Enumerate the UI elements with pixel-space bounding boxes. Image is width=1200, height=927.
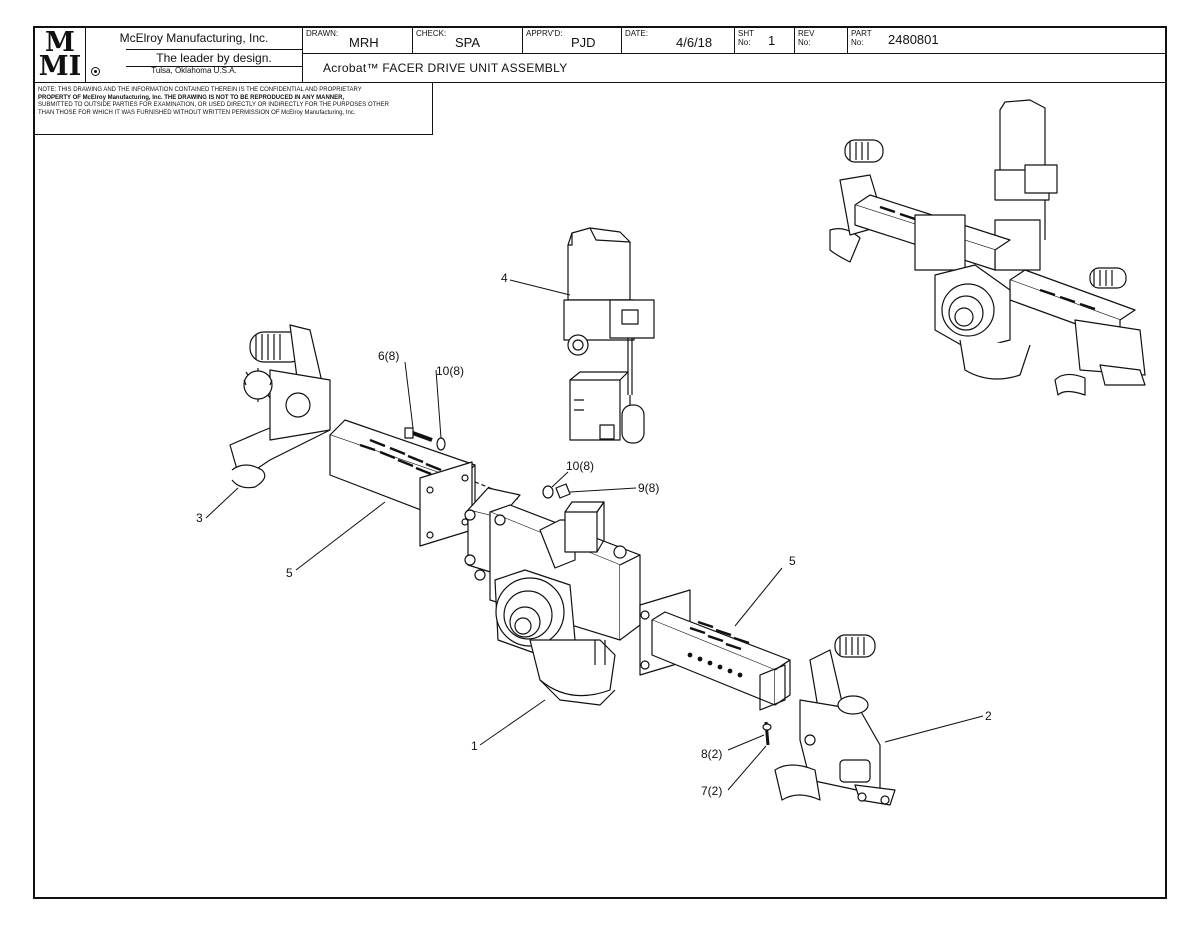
apprvd-cell: APPRV'D: PJD: [523, 28, 622, 54]
check-cell: CHECK: SPA: [413, 28, 523, 54]
company-name: McElroy Manufacturing, Inc.: [119, 31, 269, 45]
date-cell: DATE: 4/6/18: [622, 28, 735, 54]
drawn-value: MRH: [349, 35, 379, 50]
callout-6: 6(8): [378, 349, 400, 363]
callout-5-left: 5: [286, 566, 293, 580]
callout-5-right: 5: [789, 554, 796, 568]
note-line-4: THAN THOSE FOR WHICH IT WAS FURNISHED WI…: [38, 109, 356, 116]
right-clamp: [774, 634, 896, 806]
motor-unit: [563, 227, 655, 444]
callout-2: 2: [985, 709, 992, 723]
left-clamp: [229, 324, 331, 489]
date-label: DATE:: [625, 29, 648, 38]
drawn-cell: DRAWN: MRH: [303, 28, 413, 54]
registered-mark-icon: [91, 67, 100, 76]
company-block: McElroy Manufacturing, Inc. The leader b…: [86, 28, 303, 82]
part-number-value: 2480801: [888, 32, 939, 47]
callout-3: 3: [196, 511, 203, 525]
drawing-title-row: Acrobat™ FACER DRIVE UNIT ASSEMBLY: [303, 54, 1165, 82]
drive-unit: [464, 487, 641, 706]
logo-bottom-text: MI: [38, 51, 82, 82]
drawing-sheet: M MI McElroy Manufacturing, Inc. The lea…: [33, 26, 1167, 899]
confidentiality-note: NOTE: THIS DRAWING AND THE INFORMATION C…: [35, 83, 433, 135]
drawn-label: DRAWN:: [306, 29, 339, 38]
callout-4: 4: [501, 271, 508, 285]
callout-7: 7(2): [701, 784, 723, 798]
apprvd-value: PJD: [571, 35, 596, 50]
sheet-number-value: 1: [768, 33, 776, 48]
check-value: SPA: [455, 35, 481, 50]
leader-lines: [205, 279, 984, 791]
title-block: M MI McElroy Manufacturing, Inc. The lea…: [35, 28, 1165, 83]
callout-10-lower: 10(8): [566, 459, 595, 473]
company-logo: M MI: [35, 28, 86, 82]
callout-9: 9(8): [638, 481, 660, 495]
date-value: 4/6/18: [676, 35, 713, 50]
note-line-2: PROPERTY OF McElroy Manufacturing, Inc. …: [38, 94, 345, 101]
apprvd-label: APPRV'D:: [526, 29, 563, 38]
logo-top-text: M: [45, 27, 75, 58]
company-slogan: The leader by design.: [126, 49, 302, 67]
note-line-3: SUBMITTED TO OUTSIDE PARTIES FOR EXAMINA…: [38, 102, 389, 108]
drawing-title: Acrobat™ FACER DRIVE UNIT ASSEMBLY: [323, 61, 568, 75]
assembled-view: [829, 99, 1146, 396]
left-tube: [329, 419, 476, 547]
company-city: Tulsa, Oklahoma U.S.A.: [151, 66, 237, 75]
check-label: CHECK:: [416, 29, 447, 38]
right-tube: [639, 589, 791, 746]
note-line-1: NOTE: THIS DRAWING AND THE INFORMATION C…: [38, 87, 362, 93]
callout-10-upper: 10(8): [436, 364, 465, 378]
callout-1: 1: [471, 739, 478, 753]
callout-8: 8(2): [701, 747, 723, 761]
